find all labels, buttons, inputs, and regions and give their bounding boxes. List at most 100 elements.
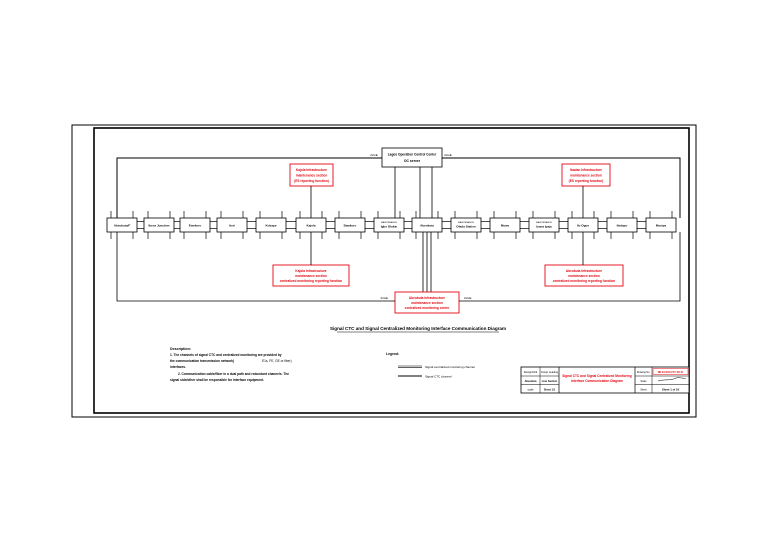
control-center-server: OC server bbox=[404, 159, 421, 163]
station-node: Ewekoro bbox=[179, 211, 211, 239]
station-node: Bwakoro bbox=[334, 211, 366, 239]
red-box-ibadan-bottom-line3: centralized monitoring reporting functio… bbox=[553, 279, 616, 283]
station-box bbox=[645, 217, 677, 233]
station-node: Moniya bbox=[645, 211, 677, 239]
legend-item-ctc: Signal CTC channel bbox=[425, 375, 452, 379]
red-box-ibadan-top: Ibadan Infrastructure maintenance sectio… bbox=[561, 163, 611, 187]
description-line2b: E1s, FE, GE or fiber) bbox=[262, 359, 292, 363]
monitor-bus-right bbox=[459, 232, 681, 302]
tb-hdr2: Group Leading bbox=[541, 370, 559, 374]
station-subtitle: MAINTENANCE bbox=[458, 221, 474, 224]
monitor-bus-left bbox=[116, 232, 395, 302]
station-label: Abeokuta/F bbox=[114, 223, 131, 227]
station-node: Ifedapo bbox=[606, 211, 638, 239]
red-box-kajola-top-line3: (ES reporting function) bbox=[294, 179, 329, 183]
legend-item-monitoring: Signal centralized monitoring channel bbox=[425, 365, 475, 369]
station-label: Bwakoro bbox=[344, 223, 357, 227]
station-label: Kobape bbox=[265, 223, 276, 227]
red-box-ibadan-top-line2: maintenance section bbox=[570, 174, 602, 178]
station-box bbox=[373, 217, 405, 233]
ctc-ring-top-right bbox=[442, 157, 681, 218]
tb-row3b: Sheet 1/1 bbox=[544, 388, 556, 392]
red-box-center-bottom: Abeokuta Infrastructure maintenance sect… bbox=[394, 291, 460, 314]
station-node: Abeokuta bbox=[411, 211, 443, 239]
station-subtitle: MAINTENANCE bbox=[381, 221, 397, 224]
legend: Legend: Signal centralized monitoring ch… bbox=[386, 352, 475, 379]
red-box-ibadan-bottom: Abeokuta Infrastructure maintenance sect… bbox=[544, 264, 624, 287]
station-node: Ibese Junction bbox=[143, 211, 175, 239]
tb-drawing-no-value: NB-SJ-2019-CTC-XD-01 bbox=[658, 372, 684, 374]
station-box bbox=[528, 217, 560, 233]
tb-row3a: scale bbox=[527, 388, 534, 392]
tb-sheet-label: Sheet bbox=[640, 389, 647, 392]
bus-label-left: 2xGE bbox=[380, 296, 388, 300]
station-label: Iyana Ipaja bbox=[536, 225, 552, 229]
tb-drawing-no-label: Drawing No. bbox=[637, 371, 650, 374]
station-label: Ofada Station bbox=[456, 225, 476, 229]
description-line2: the communication transmission network( bbox=[170, 359, 235, 363]
tb-signature-mark bbox=[657, 377, 687, 382]
red-box-center-bottom-line3: centralized monitoring center bbox=[405, 306, 450, 310]
station-box bbox=[606, 217, 638, 233]
inner-border bbox=[93, 127, 690, 414]
station-box bbox=[143, 217, 175, 233]
station-row: Abeokuta/F Ibese Junction Ewekoro Itori Koba… bbox=[106, 211, 677, 239]
ctc-ring-top bbox=[116, 157, 382, 218]
station-label: Igbo Olukin bbox=[381, 225, 398, 229]
red-box-center-bottom-line1: Abeokuta Infrastructure bbox=[409, 296, 445, 300]
cc-port-left: 2xGE bbox=[370, 153, 378, 157]
bus-label-right: 2xGE bbox=[464, 296, 472, 300]
red-box-kajola-top-line2: maintenance section bbox=[296, 174, 328, 178]
station-label: Abeokuta bbox=[420, 223, 434, 227]
red-box-kajola-bottom-line1: Kajola Infrastructure bbox=[295, 269, 326, 273]
description-line3: interfaces. bbox=[170, 365, 186, 369]
station-box bbox=[489, 217, 521, 233]
tb-val2: Line Section bbox=[542, 379, 558, 383]
cc-port-right: 2xGE bbox=[444, 153, 452, 157]
red-box-kajola-bottom: Kajola Infrastructure maintenance sectio… bbox=[272, 264, 350, 287]
description-line4: 2. Communication cable/fiber in a dual p… bbox=[178, 372, 289, 376]
red-box-center-bottom-line2: maintenance section bbox=[411, 301, 443, 305]
station-label: Ilo Ogun bbox=[577, 223, 589, 227]
station-box bbox=[334, 217, 366, 233]
legend-title: Legend: bbox=[386, 352, 399, 356]
red-box-ibadan-top-line3: (ES reporting function) bbox=[569, 179, 604, 183]
station-label: Mowe bbox=[501, 223, 510, 227]
outer-border bbox=[71, 124, 697, 418]
station-label: Moniya bbox=[656, 223, 667, 227]
red-box-ibadan-bottom-line2: maintenance section bbox=[568, 274, 600, 278]
station-node: Kobape bbox=[255, 211, 287, 239]
red-box-kajola-bottom-line2: maintenance section bbox=[295, 274, 327, 278]
station-subtitle: MAINTENANCE bbox=[536, 221, 552, 224]
control-center: Lagos Operation Control Center OC server… bbox=[370, 147, 452, 168]
tb-val1: Abeokuta bbox=[525, 379, 537, 383]
tb-scale-label: Scale bbox=[640, 380, 647, 383]
tb-sheet-value: Sheet 1 of 19 bbox=[662, 388, 680, 392]
station-label: Kajola bbox=[306, 223, 315, 227]
description-line5: signal side/other shall be responsible f… bbox=[170, 378, 264, 382]
station-label: Ibese Junction bbox=[148, 223, 169, 227]
red-box-kajola-bottom-line3: centralized monitoring reporting functio… bbox=[280, 279, 343, 283]
red-box-kajola-top: Kajola Infrastructure maintenance sectio… bbox=[289, 163, 334, 187]
station-label: Itori bbox=[229, 223, 235, 227]
station-node: Mowe bbox=[489, 211, 521, 239]
station-node: Itori bbox=[216, 211, 248, 239]
station-box bbox=[450, 217, 482, 233]
station-box bbox=[106, 217, 138, 233]
station-node: Abeokuta/F bbox=[106, 211, 138, 239]
station-box bbox=[216, 217, 248, 233]
description-block: Description: 1. The channels of signal C… bbox=[170, 347, 292, 382]
station-label: Ewekoro bbox=[189, 223, 202, 227]
red-box-kajola-top-line1: Kajola Infrastructure bbox=[296, 168, 327, 172]
tb-main-title-1: Signal CTC and Signal Centralized Monito… bbox=[562, 374, 631, 378]
description-line1: 1. The channels of signal CTC and centra… bbox=[170, 353, 282, 357]
station-box bbox=[255, 217, 287, 233]
red-box-ibadan-bottom-line1: Abeokuta Infrastructure bbox=[566, 269, 602, 273]
red-box-ibadan-top-line1: Ibadan Infrastructure bbox=[570, 168, 602, 172]
station-label: Ifedapo bbox=[617, 223, 628, 227]
station-box bbox=[179, 217, 211, 233]
tb-hdr1: Design/Chk bbox=[524, 370, 538, 374]
